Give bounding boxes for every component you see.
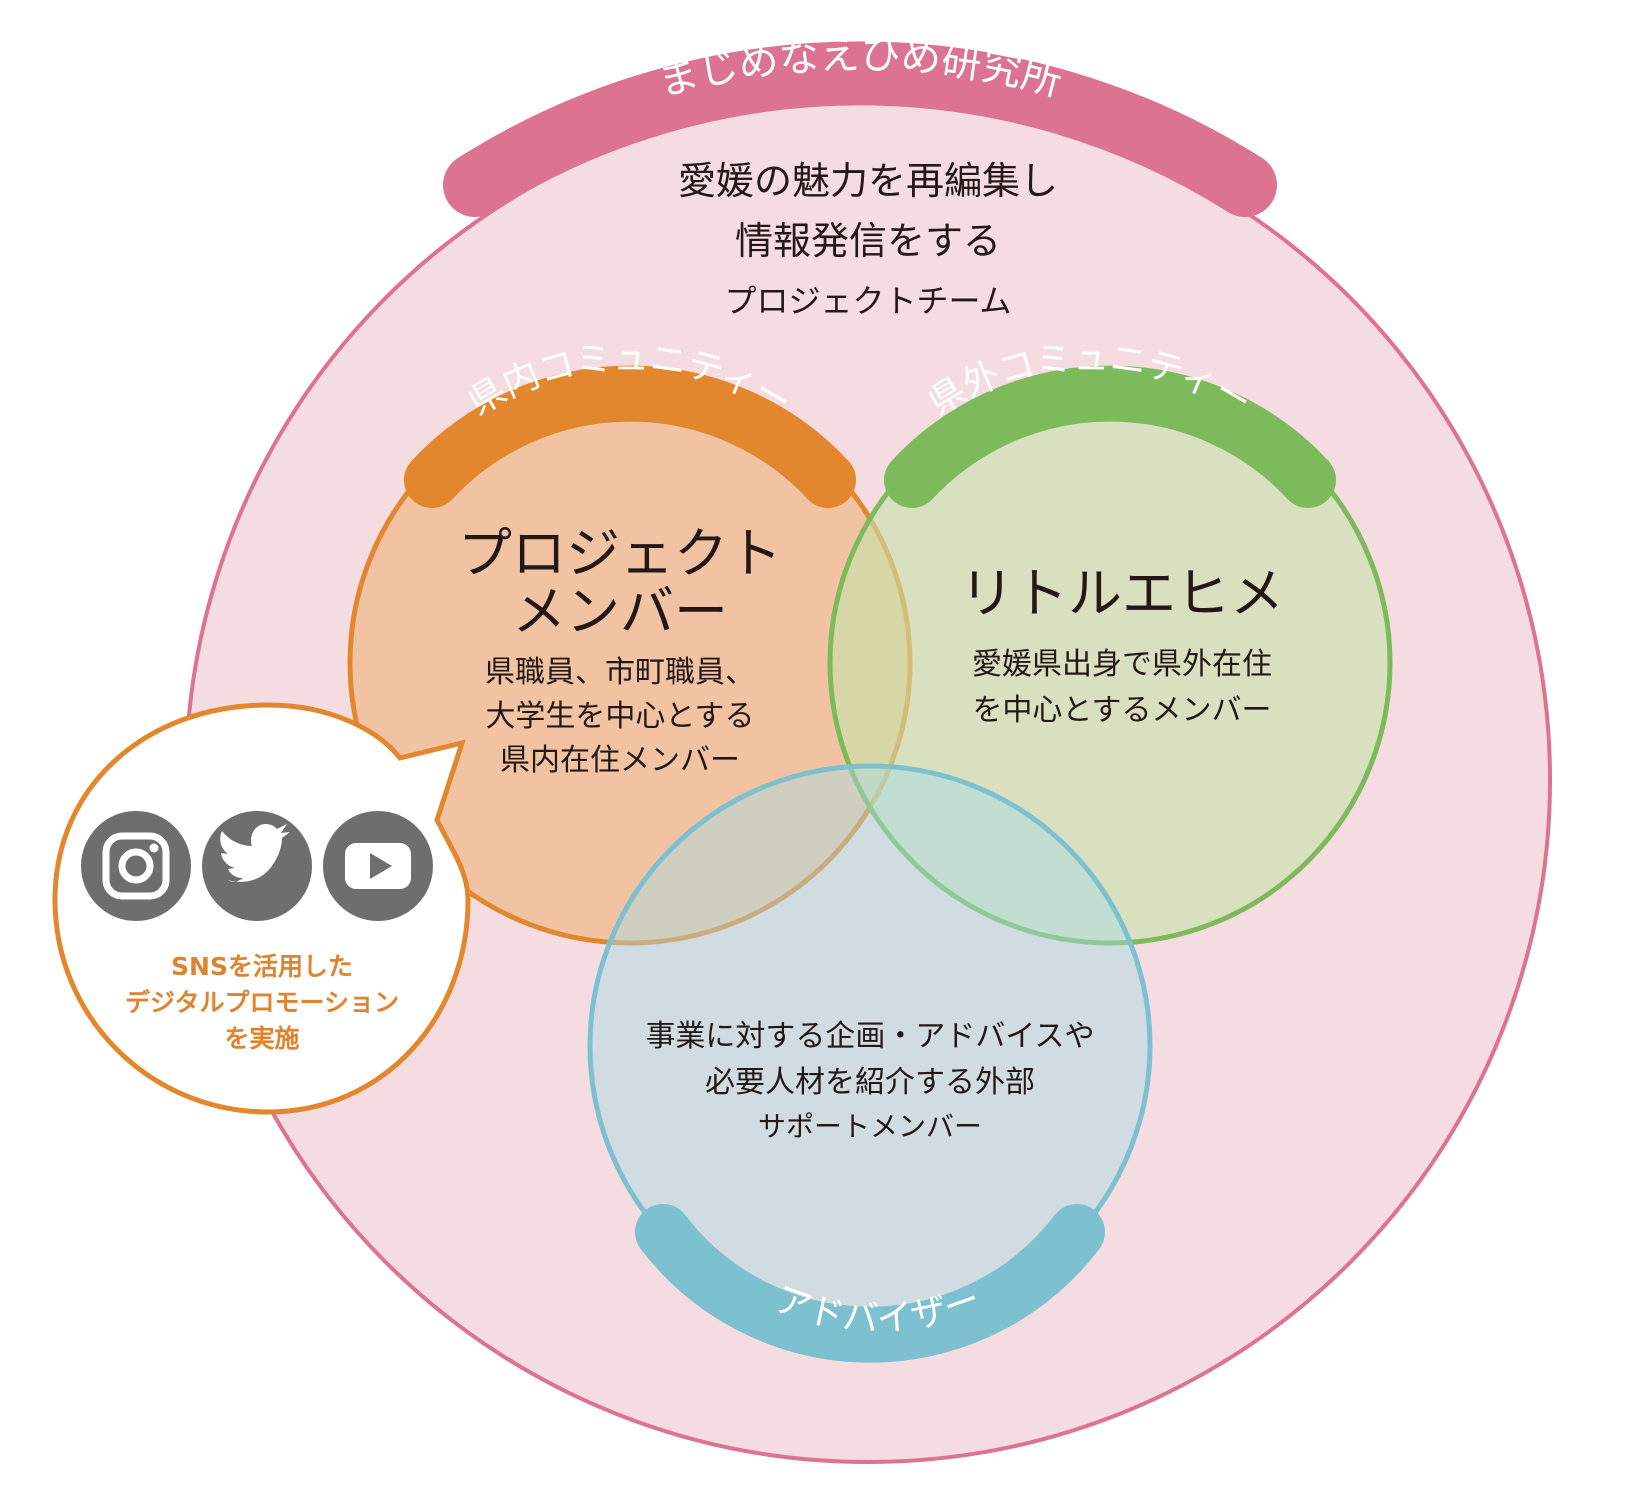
sns-callout-line-3: を実施 bbox=[224, 1024, 299, 1053]
in-pref-body-line-3: 県内在住メンバー bbox=[500, 743, 740, 778]
outer-description-line-2: 情報発信をする bbox=[735, 219, 1001, 263]
sns-callout-line-2: デジタルプロモーション bbox=[125, 988, 399, 1017]
in-pref-body-line-2: 大学生を中心とする bbox=[485, 699, 754, 734]
sns-callout: SNSを活用した デジタルプロモーション を実施 bbox=[52, 702, 471, 1115]
out-pref-banner bbox=[884, 365, 1336, 508]
outer-banner bbox=[443, 41, 1277, 217]
in-pref-title-line-2: メンバー bbox=[512, 580, 728, 643]
instagram-icon[interactable] bbox=[81, 811, 191, 921]
youtube-icon[interactable] bbox=[323, 811, 433, 921]
advisor-body-line-1: 事業に対する企画・アドバイスや bbox=[645, 1019, 1094, 1054]
twitter-icon[interactable] bbox=[202, 811, 312, 921]
out-pref-body-line-1: 愛媛県出身で県外在住 bbox=[972, 647, 1272, 682]
in-pref-title-line-1: プロジェクト bbox=[458, 522, 782, 585]
in-pref-banner bbox=[404, 365, 856, 508]
out-pref-title: リトルエヒメ bbox=[960, 562, 1284, 625]
advisor-body-line-3: サポートメンバー bbox=[758, 1110, 982, 1143]
outer-description-line-3: プロジェクトチーム bbox=[724, 282, 1011, 320]
advisor-banner bbox=[635, 1204, 1105, 1363]
sns-callout-line-1: SNSを活用した bbox=[171, 952, 353, 981]
advisor-body-line-2: 必要人材を紹介する外部 bbox=[705, 1065, 1035, 1100]
out-pref-body-line-2: を中心とするメンバー bbox=[972, 693, 1271, 728]
in-pref-body-line-1: 県職員、市町職員、 bbox=[485, 655, 755, 690]
outer-description-line-1: 愛媛の魅力を再編集し bbox=[678, 159, 1058, 203]
